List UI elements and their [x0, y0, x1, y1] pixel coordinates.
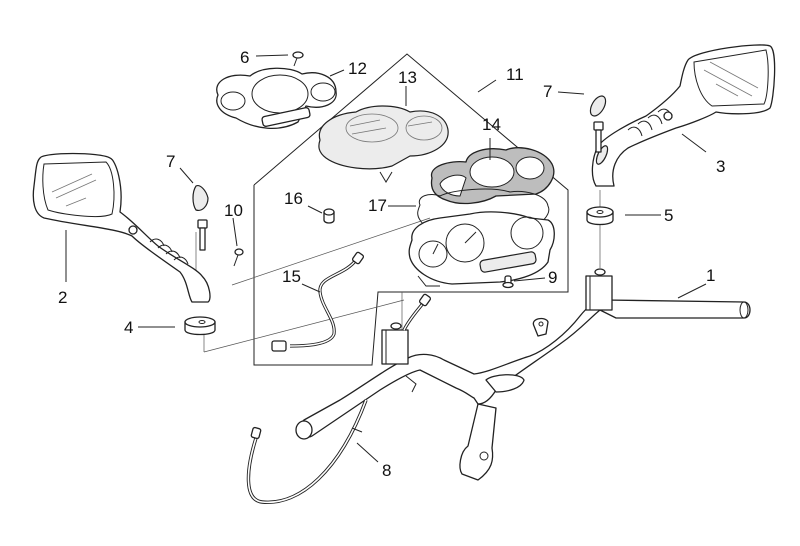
- part-1-handlebar: [295, 268, 751, 481]
- callout-5: 5: [664, 206, 673, 225]
- part-8-speedometer-cable: [246, 399, 368, 504]
- callout-9: 9: [548, 268, 557, 287]
- callout-12: 12: [348, 59, 367, 78]
- callout-7-left: 7: [166, 152, 175, 171]
- callout-10: 10: [224, 201, 243, 220]
- callout-2: 2: [58, 288, 67, 307]
- part-5-washer: [586, 206, 614, 226]
- callout-11: 11: [506, 65, 524, 84]
- part-10-screw: [233, 248, 244, 267]
- callout-13: 13: [398, 68, 417, 87]
- part-4-washer: [184, 316, 216, 336]
- callout-16: 16: [284, 189, 303, 208]
- part-14-instrument-bezel: [430, 147, 555, 205]
- callout-6: 6: [240, 48, 249, 67]
- speedo-cable-upper: [402, 293, 432, 331]
- part-17-gasket: [417, 188, 550, 239]
- alignment-lines: [195, 190, 601, 353]
- callout-1: 1: [706, 266, 715, 285]
- callouts: 1 2 3 4 5 6 7 7 8 9 10 11 12 13 14 15 16…: [58, 48, 725, 480]
- part-2-left-mirror: [32, 152, 211, 303]
- callout-17: 17: [368, 196, 387, 215]
- callout-7-right: 7: [543, 82, 552, 101]
- part-16-grommet: [323, 208, 335, 224]
- assembly-frame-11: [253, 53, 569, 366]
- part-7-left-bolt: [192, 185, 209, 251]
- callout-14: 14: [482, 115, 501, 134]
- part-7-right-bolt: [589, 95, 607, 153]
- part-13-instrument-glass: [318, 105, 449, 183]
- part-3-right-mirror: [591, 44, 776, 187]
- part-9-bulb-holder: [502, 275, 514, 289]
- part-15-wiring-lead: [271, 251, 365, 352]
- part-12-instrument-cover: [216, 67, 337, 130]
- callout-4: 4: [124, 318, 133, 337]
- instrument-cluster-body: [408, 211, 555, 287]
- part-6-screw: [292, 51, 304, 67]
- callout-15: 15: [282, 267, 301, 286]
- callout-8: 8: [382, 461, 391, 480]
- callout-3: 3: [716, 157, 725, 176]
- leader-lines: [65, 54, 707, 463]
